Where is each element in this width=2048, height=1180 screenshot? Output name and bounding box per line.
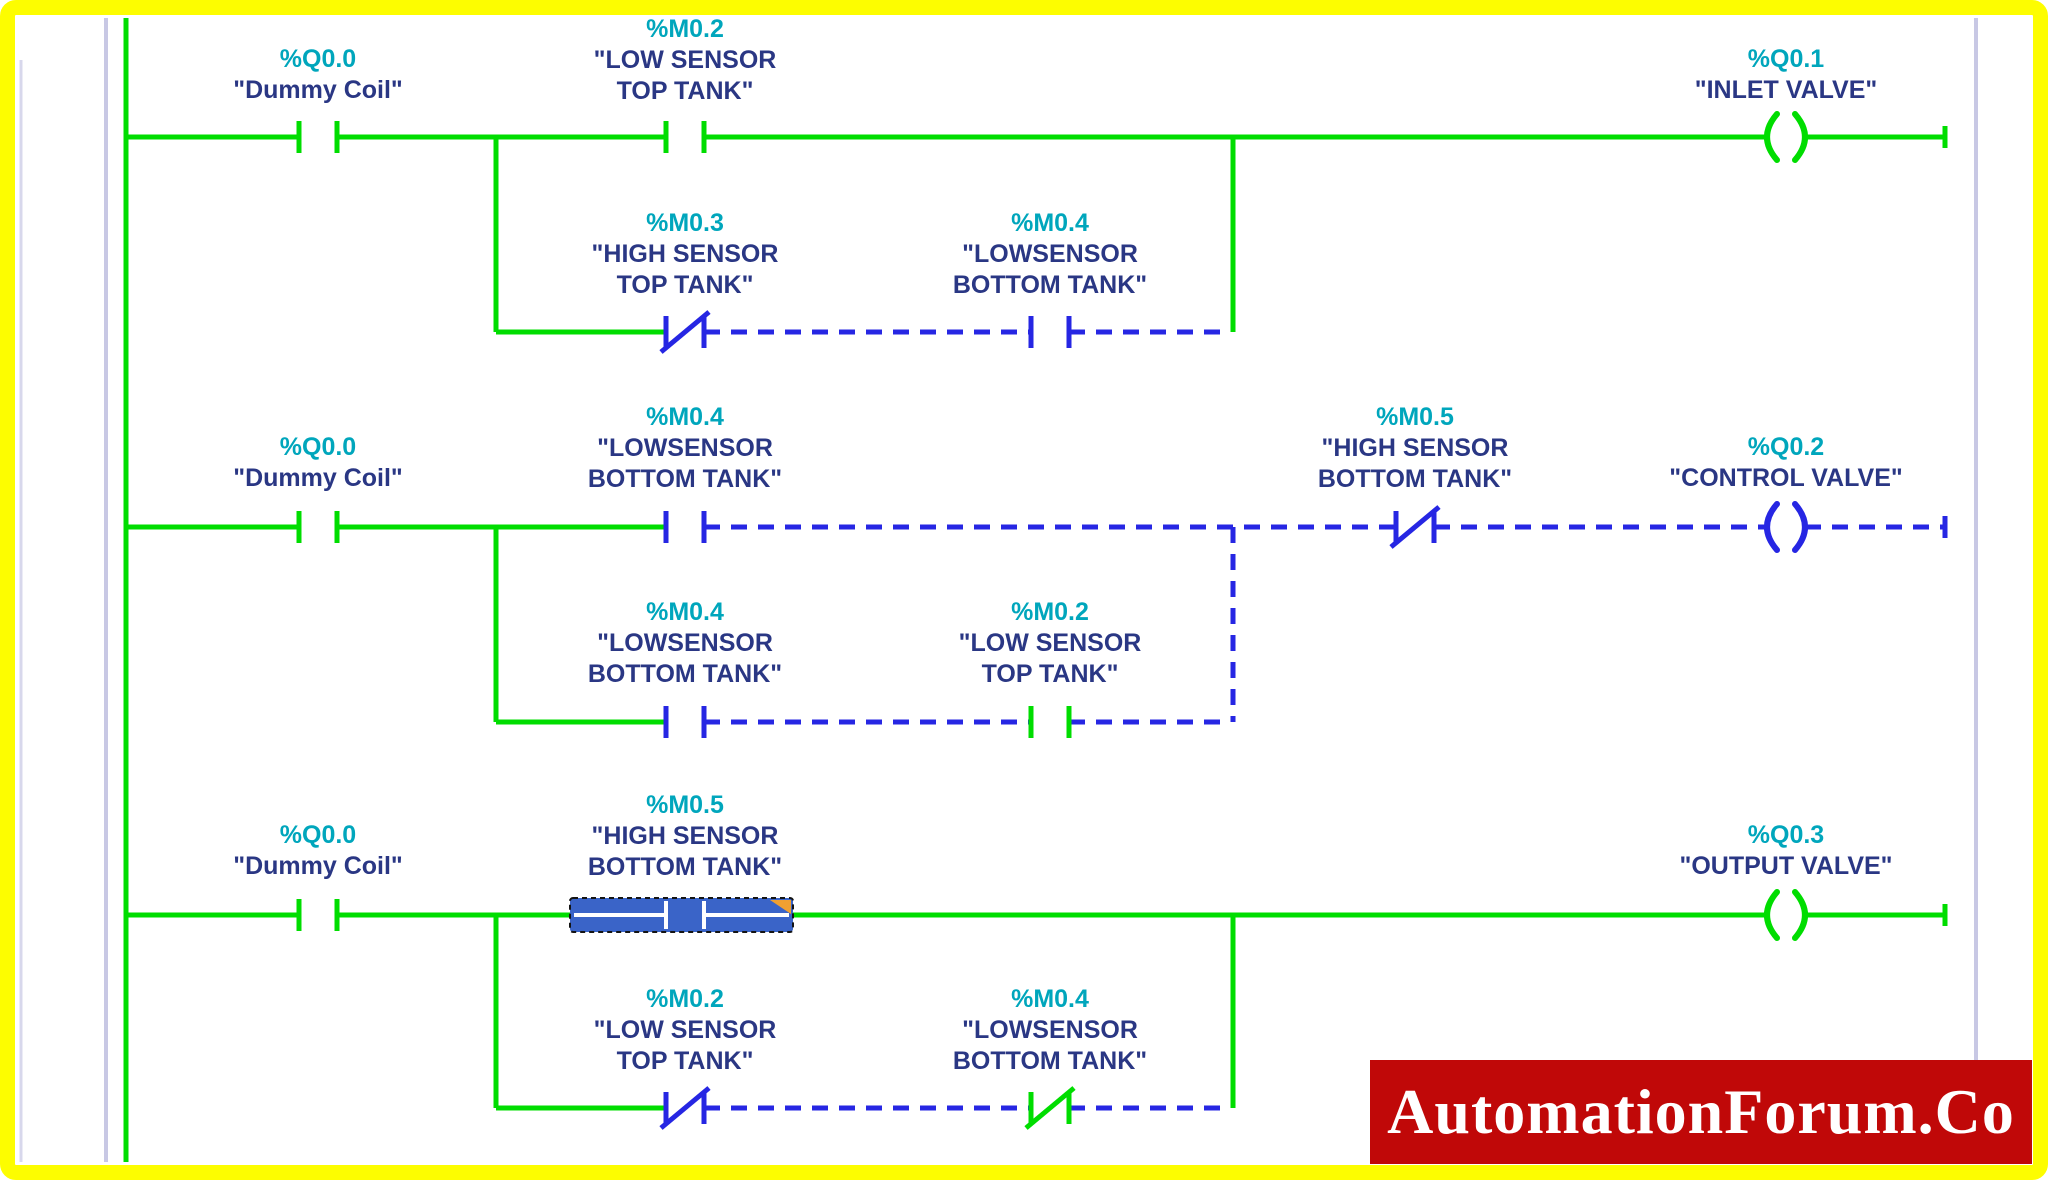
operand-label-r2-m05[interactable]: %M0.5 "HIGH SENSOR BOTTOM TANK" xyxy=(1317,403,1513,493)
operand-label-r1-q00[interactable]: %Q0.0 "Dummy Coil" xyxy=(233,45,403,104)
nc-contact-r1-m03[interactable] xyxy=(659,310,711,354)
operand-label-r3-branch-m04[interactable]: %M0.4 "LOWSENSOR BOTTOM TANK" xyxy=(952,985,1148,1075)
selection-corner-marker xyxy=(770,900,791,914)
no-contact-r1-m04[interactable] xyxy=(1028,316,1072,348)
operand-label-r2-q00[interactable]: %Q0.0 "Dummy Coil" xyxy=(233,433,403,492)
no-contact-r2-branch-m04[interactable] xyxy=(663,706,707,738)
operand-label-r3-branch-m02[interactable]: %M0.2 "LOW SENSOR TOP TANK" xyxy=(593,985,777,1075)
coil-r3-q03[interactable] xyxy=(1764,889,1808,941)
watermark-text: AutomationForum.Co xyxy=(1387,1076,2015,1147)
nc-contact-r3-branch-m04[interactable] xyxy=(1024,1086,1076,1130)
operand-label-r2-branch-m04[interactable]: %M0.4 "LOWSENSOR BOTTOM TANK" xyxy=(587,598,783,688)
operand-label-r1-q01[interactable]: %Q0.1 "INLET VALVE" xyxy=(1694,45,1878,104)
watermark-banner: AutomationForum.Co xyxy=(1370,1060,2032,1164)
nc-contact-r2-m05[interactable] xyxy=(1389,505,1441,549)
no-contact-r2-m04[interactable] xyxy=(663,511,707,543)
no-contact-r1-m02[interactable] xyxy=(663,121,707,153)
operand-label-r3-q00[interactable]: %Q0.0 "Dummy Coil" xyxy=(233,821,403,880)
coil-r1-q01[interactable] xyxy=(1764,111,1808,163)
coil-r2-q02[interactable] xyxy=(1764,501,1808,553)
operand-label-r1-branch-m03[interactable]: %M0.3 "HIGH SENSOR TOP TANK" xyxy=(591,209,779,299)
operand-label-r3-m05[interactable]: %M0.5 "HIGH SENSOR BOTTOM TANK" xyxy=(587,791,783,881)
selected-no-contact-r3-m05[interactable] xyxy=(569,897,794,933)
editor-guide-lines xyxy=(19,18,1978,1162)
operand-label-r2-m04[interactable]: %M0.4 "LOWSENSOR BOTTOM TANK" xyxy=(587,403,783,493)
operand-label-r1-m02[interactable]: %M0.2 "LOW SENSOR TOP TANK" xyxy=(593,15,777,105)
no-contact-r2-branch-m02[interactable] xyxy=(1028,706,1072,738)
rung1-wires xyxy=(126,126,1948,335)
no-contact-r1-q00[interactable] xyxy=(296,121,340,153)
nc-contact-r3-branch-m02[interactable] xyxy=(659,1086,711,1130)
operand-label-r2-branch-m02[interactable]: %M0.2 "LOW SENSOR TOP TANK" xyxy=(958,598,1142,688)
rung3-wires xyxy=(126,904,1948,1111)
rung2-wires xyxy=(126,516,1948,725)
operand-label-r2-q02[interactable]: %Q0.2 "CONTROL VALVE" xyxy=(1669,433,1903,492)
no-contact-r2-q00[interactable] xyxy=(296,511,340,543)
no-contact-r3-q00[interactable] xyxy=(296,899,340,931)
operand-label-r1-branch-m04[interactable]: %M0.4 "LOWSENSOR BOTTOM TANK" xyxy=(952,209,1148,299)
operand-label-r3-q03[interactable]: %Q0.3 "OUTPUT VALVE" xyxy=(1679,821,1893,880)
